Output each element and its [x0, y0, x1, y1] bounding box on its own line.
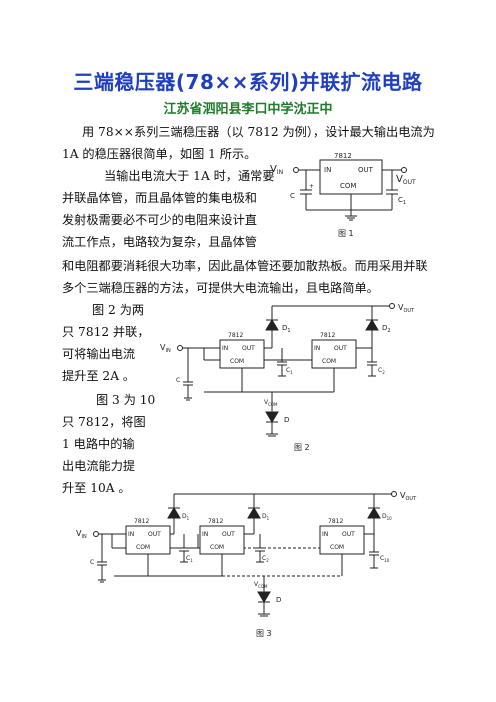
paragraph-1-line-1: 用 78××系列三端稳压器（以 7812 为例），设计最大输出电流为 — [82, 125, 435, 139]
capacitor-c1-a-label: C1 — [186, 555, 193, 563]
diode-d10 — [367, 507, 381, 519]
paragraph-3-line-4: 提升至 2A 。 — [62, 369, 136, 383]
paragraph-2-line-4: 流工作点，电路较为复杂，且晶体管 — [62, 235, 257, 249]
vcom-label: VCOM — [264, 399, 278, 407]
paragraph-3-line-1: 图 2 为两 — [92, 303, 145, 317]
figure-2-circuit: VOUT VIN 7812 IN OUT COM D1 C1 7812 IN O… — [160, 303, 415, 452]
paragraph-4-line-1: 图 3 为 10 — [96, 393, 156, 407]
diode-d — [265, 411, 279, 423]
paragraph-4-line-5: 升至 10A 。 — [62, 481, 131, 495]
diode-d1 — [265, 319, 279, 331]
capacitor-c2-label: C2 — [262, 555, 269, 563]
capacitor-c2-label: C2 — [378, 367, 385, 375]
capacitor-c-label: C — [176, 377, 180, 384]
regulator-1 — [125, 525, 171, 555]
regulator-2-label: 7812 — [320, 332, 335, 339]
svg-text:COM: COM — [230, 358, 244, 365]
capacitor-c1-label: C1 — [286, 367, 293, 375]
diode-d1-a-label: D1 — [182, 513, 190, 521]
regulator-1 — [219, 339, 265, 369]
svg-text:COM: COM — [322, 358, 336, 365]
capacitor-c10-label: C10 — [380, 555, 390, 563]
regulator-10-label: 7812 — [328, 518, 343, 525]
regulator-1-label: 7812 — [134, 518, 149, 525]
diode-d — [257, 591, 271, 603]
figure-3-caption: 图 3 — [256, 629, 272, 638]
paragraph-1-line-2: 1A 的稳压器很简单，如图 1 所示。 — [62, 147, 257, 161]
regulator-label: 7812 — [334, 152, 352, 160]
svg-text:IN: IN — [222, 345, 228, 352]
figure-1-circuit: VIN 7812 IN OUT COM VOUT C + C1 图 1 — [270, 152, 416, 238]
svg-text:IN: IN — [322, 531, 328, 538]
diode-d2 — [365, 319, 379, 331]
plus-sign: + — [309, 183, 314, 190]
diode-d10-label: D10 — [382, 513, 392, 521]
paragraph-4-line-4: 出电流能力提 — [62, 459, 136, 473]
vout-label: VOUT — [400, 491, 417, 502]
svg-text:OUT: OUT — [242, 345, 255, 352]
capacitor-c-label: C — [90, 559, 94, 566]
regulator-1-label: 7812 — [228, 332, 243, 339]
svg-text:COM: COM — [136, 544, 150, 551]
vin-label: VIN — [270, 164, 283, 176]
article-title: 三端稳压器(78××系列)并联扩流电路 — [73, 70, 423, 94]
vin-label: VIN — [76, 529, 87, 540]
regulator-2-label: 7812 — [208, 518, 223, 525]
vout-label: VOUT — [396, 174, 416, 186]
diode-d1-a — [167, 507, 181, 519]
paragraph-2-line-5: 和电阻都要消耗很大功率，因此晶体管还要加散热板。而用采用并联 — [62, 259, 428, 273]
svg-text:IN: IN — [314, 345, 320, 352]
paragraph-3-line-2: 只 7812 并联， — [62, 325, 150, 339]
regulator-10 — [319, 525, 365, 555]
svg-text:IN: IN — [128, 531, 134, 538]
vout-label: VOUT — [398, 303, 415, 314]
capacitor-c1-label: C1 — [398, 196, 406, 206]
capacitor-c-label: C — [290, 192, 295, 200]
svg-text:COM: COM — [330, 544, 344, 551]
article-author: 江苏省泗阳县李口中学沈正中 — [163, 102, 333, 117]
svg-text:IN: IN — [202, 531, 208, 538]
diode-d-label: D — [276, 596, 281, 604]
svg-text:OUT: OUT — [342, 531, 355, 538]
vcom-label: VCOM — [254, 581, 268, 589]
diode-d2-label: D2 — [382, 324, 391, 334]
paragraph-3-line-3: 可将输出电流 — [62, 347, 136, 361]
pin-in-label: IN — [324, 166, 331, 174]
diode-d1-label: D1 — [282, 324, 291, 334]
paragraph-2-line-2: 并联晶体管，而且晶体管的集电极和 — [62, 191, 257, 205]
diode-d-label: D — [284, 416, 289, 424]
regulator-7812 — [319, 159, 383, 195]
paragraph-2-line-3: 发射极需要必不可少的电阻来设计直 — [62, 213, 257, 227]
diode-d1-b-label: D1 — [262, 513, 270, 521]
figure-2-caption: 图 2 — [294, 443, 310, 452]
svg-text:OUT: OUT — [334, 345, 347, 352]
paragraph-2-line-6: 多个三端稳压器的方法，可提供大电流输出，且电路简单。 — [62, 281, 379, 295]
pin-com-label: COM — [340, 182, 356, 190]
svg-text:OUT: OUT — [222, 531, 235, 538]
svg-text:OUT: OUT — [148, 531, 161, 538]
pin-out-label: OUT — [358, 166, 374, 174]
figure-1-caption: 图 1 — [338, 229, 354, 238]
paragraph-2-line-1: 当输出电流大于 1A 时，通常要 — [104, 169, 275, 183]
paragraph-4-line-3: 1 电路中的输 — [62, 437, 135, 451]
svg-text:COM: COM — [210, 544, 224, 551]
vin-label: VIN — [160, 343, 171, 354]
diode-d1-b — [247, 507, 261, 519]
paragraph-4-line-2: 只 7812，将图 — [62, 415, 146, 429]
figure-3-circuit: VOUT VIN 7812 IN OUT COM D1 C1 7812 IN O… — [76, 491, 417, 638]
